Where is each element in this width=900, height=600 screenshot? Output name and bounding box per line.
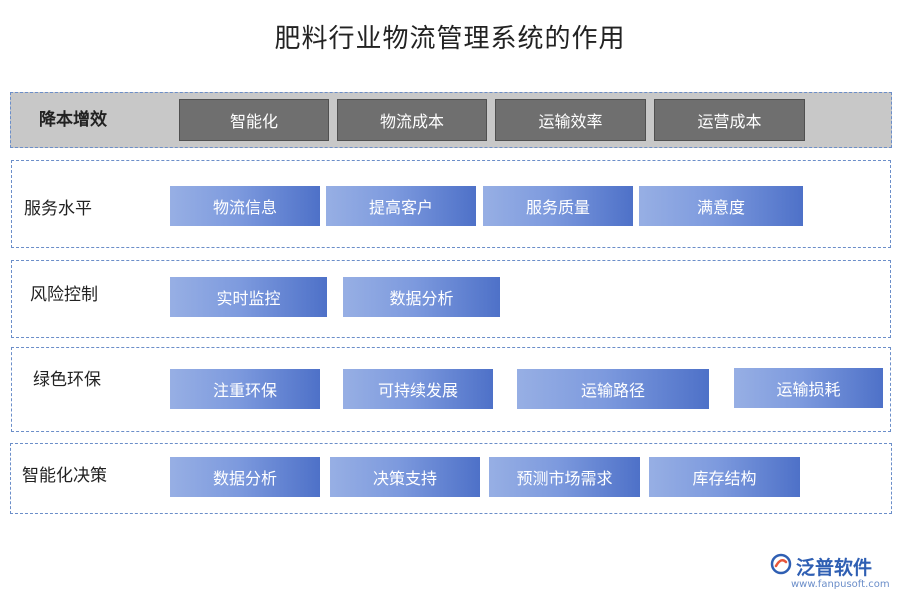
brand-name: 泛普软件 bbox=[796, 557, 873, 579]
item-box: 智能化 bbox=[179, 99, 329, 141]
row-label: 智能化决策 bbox=[22, 466, 107, 486]
item-box: 满意度 bbox=[639, 186, 803, 226]
item-box: 物流信息 bbox=[170, 186, 320, 226]
row-label: 服务水平 bbox=[24, 199, 92, 219]
row-label: 绿色环保 bbox=[33, 370, 101, 390]
item-box: 服务质量 bbox=[483, 186, 633, 226]
item-box: 数据分析 bbox=[170, 457, 320, 497]
item-box: 决策支持 bbox=[330, 457, 480, 497]
item-box: 预测市场需求 bbox=[489, 457, 640, 497]
brand-logo-icon bbox=[770, 553, 792, 575]
row-label: 降本增效 bbox=[39, 110, 107, 130]
item-box: 实时监控 bbox=[170, 277, 327, 317]
item-box: 物流成本 bbox=[337, 99, 487, 141]
item-box: 运输损耗 bbox=[734, 368, 883, 408]
item-box: 可持续发展 bbox=[343, 369, 493, 409]
item-box: 提高客户 bbox=[326, 186, 476, 226]
row-green-environment: 绿色环保 注重环保 可持续发展 运输路径 运输损耗 bbox=[11, 347, 891, 432]
item-box: 运输效率 bbox=[495, 99, 646, 141]
row-intelligent-decision: 智能化决策 数据分析 决策支持 预测市场需求 库存结构 bbox=[10, 443, 892, 514]
row-risk-control: 风险控制 实时监控 数据分析 bbox=[11, 260, 891, 338]
item-box: 库存结构 bbox=[649, 457, 800, 497]
brand-url: www.fanpusoft.com bbox=[791, 579, 890, 590]
diagram-title: 肥料行业物流管理系统的作用 bbox=[274, 24, 626, 54]
item-box: 运输路径 bbox=[517, 369, 709, 409]
row-service-level: 服务水平 物流信息 提高客户 服务质量 满意度 bbox=[11, 160, 891, 248]
row-cost-efficiency: 降本增效 智能化 物流成本 运输效率 运营成本 bbox=[10, 92, 892, 148]
item-box: 运营成本 bbox=[654, 99, 805, 141]
item-box: 注重环保 bbox=[170, 369, 320, 409]
row-label: 风险控制 bbox=[30, 285, 98, 305]
item-box: 数据分析 bbox=[343, 277, 500, 317]
